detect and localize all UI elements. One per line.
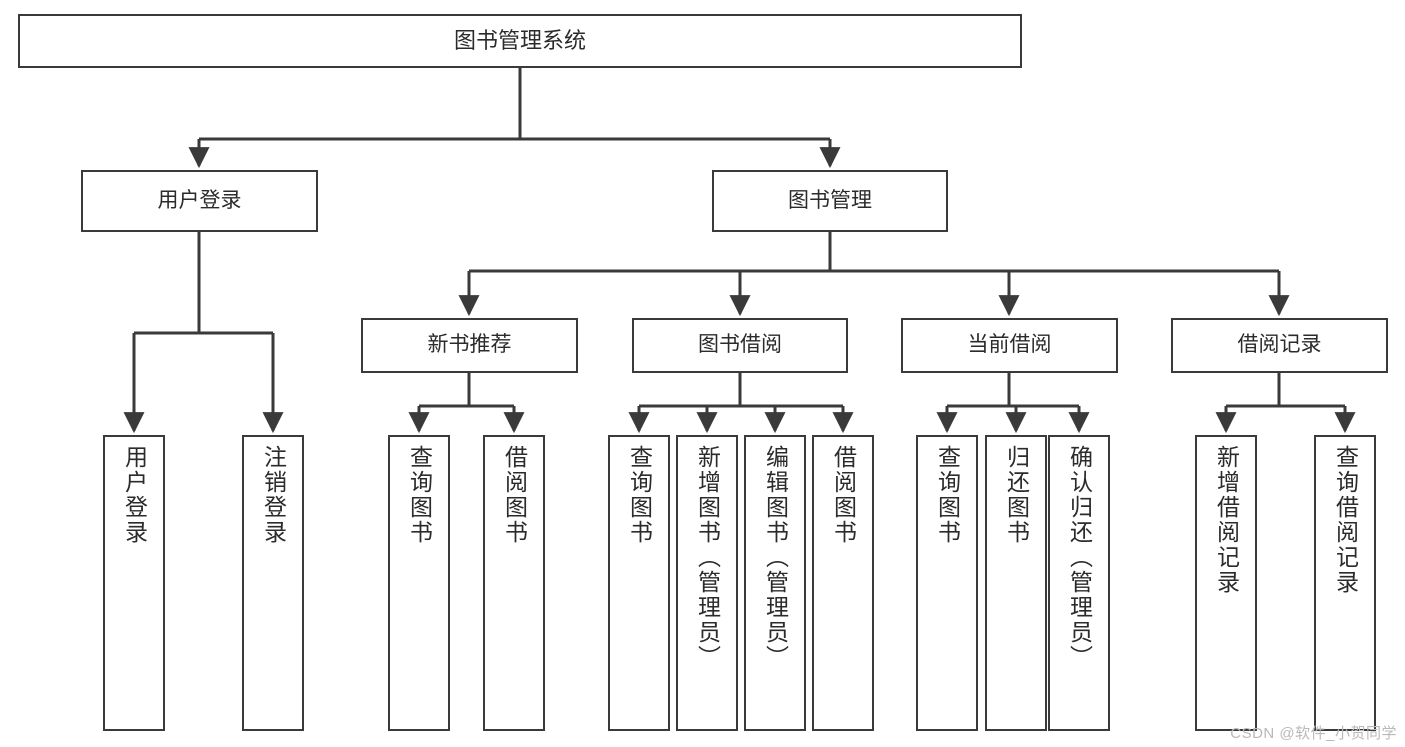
leaf-book-borrow-add[interactable]: 新增图书（管理员）: [676, 435, 738, 731]
node-label: 图书借阅: [698, 333, 782, 357]
node-label: 图书管理系统: [453, 28, 586, 54]
leaf-current-borrow-return[interactable]: 归还图书: [985, 435, 1047, 731]
node-borrow-records[interactable]: 借阅记录: [1171, 318, 1388, 373]
node-label: 编辑图书（管理员）: [762, 445, 789, 670]
leaf-book-borrow-query[interactable]: 查询图书: [608, 435, 670, 731]
node-label: 图书管理: [788, 188, 872, 212]
node-new-book-recommend[interactable]: 新书推荐: [361, 318, 578, 373]
node-label: 新增借阅记录: [1213, 445, 1240, 595]
leaf-current-borrow-confirm[interactable]: 确认归还（管理员）: [1048, 435, 1110, 731]
node-label: 新书推荐: [427, 333, 512, 357]
leaf-book-borrow-borrow[interactable]: 借阅图书: [812, 435, 874, 731]
leaf-new-books-query[interactable]: 查询图书: [388, 435, 450, 731]
node-user-login[interactable]: 用户登录: [81, 170, 318, 232]
leaf-user-login-signin[interactable]: 用户登录: [103, 435, 165, 731]
node-label: 查询图书: [406, 445, 433, 545]
node-label: 归还图书: [1003, 445, 1030, 545]
leaf-borrow-records-query[interactable]: 查询借阅记录: [1314, 435, 1376, 731]
node-label: 用户登录: [121, 445, 148, 545]
node-book-management[interactable]: 图书管理: [712, 170, 948, 232]
node-label: 查询借阅记录: [1332, 445, 1359, 595]
leaf-user-login-signout[interactable]: 注销登录: [242, 435, 304, 731]
node-label: 借阅图书: [501, 445, 528, 545]
node-label: 注销登录: [260, 445, 287, 545]
node-label: 借阅图书: [830, 445, 857, 545]
node-label: 查询图书: [934, 445, 961, 545]
leaf-borrow-records-add[interactable]: 新增借阅记录: [1195, 435, 1257, 731]
node-book-borrow[interactable]: 图书借阅: [632, 318, 848, 373]
leaf-current-borrow-query[interactable]: 查询图书: [916, 435, 978, 731]
leaf-new-books-borrow[interactable]: 借阅图书: [483, 435, 545, 731]
node-label: 借阅记录: [1237, 333, 1322, 357]
node-label: 确认归还（管理员）: [1066, 445, 1093, 670]
node-label: 新增图书（管理员）: [694, 445, 721, 670]
node-root-system[interactable]: 图书管理系统: [18, 14, 1022, 68]
leaf-book-borrow-edit[interactable]: 编辑图书（管理员）: [744, 435, 806, 731]
node-label: 当前借阅: [967, 333, 1052, 357]
node-label: 用户登录: [157, 188, 242, 212]
node-current-borrow[interactable]: 当前借阅: [901, 318, 1118, 373]
node-label: 查询图书: [626, 445, 653, 545]
